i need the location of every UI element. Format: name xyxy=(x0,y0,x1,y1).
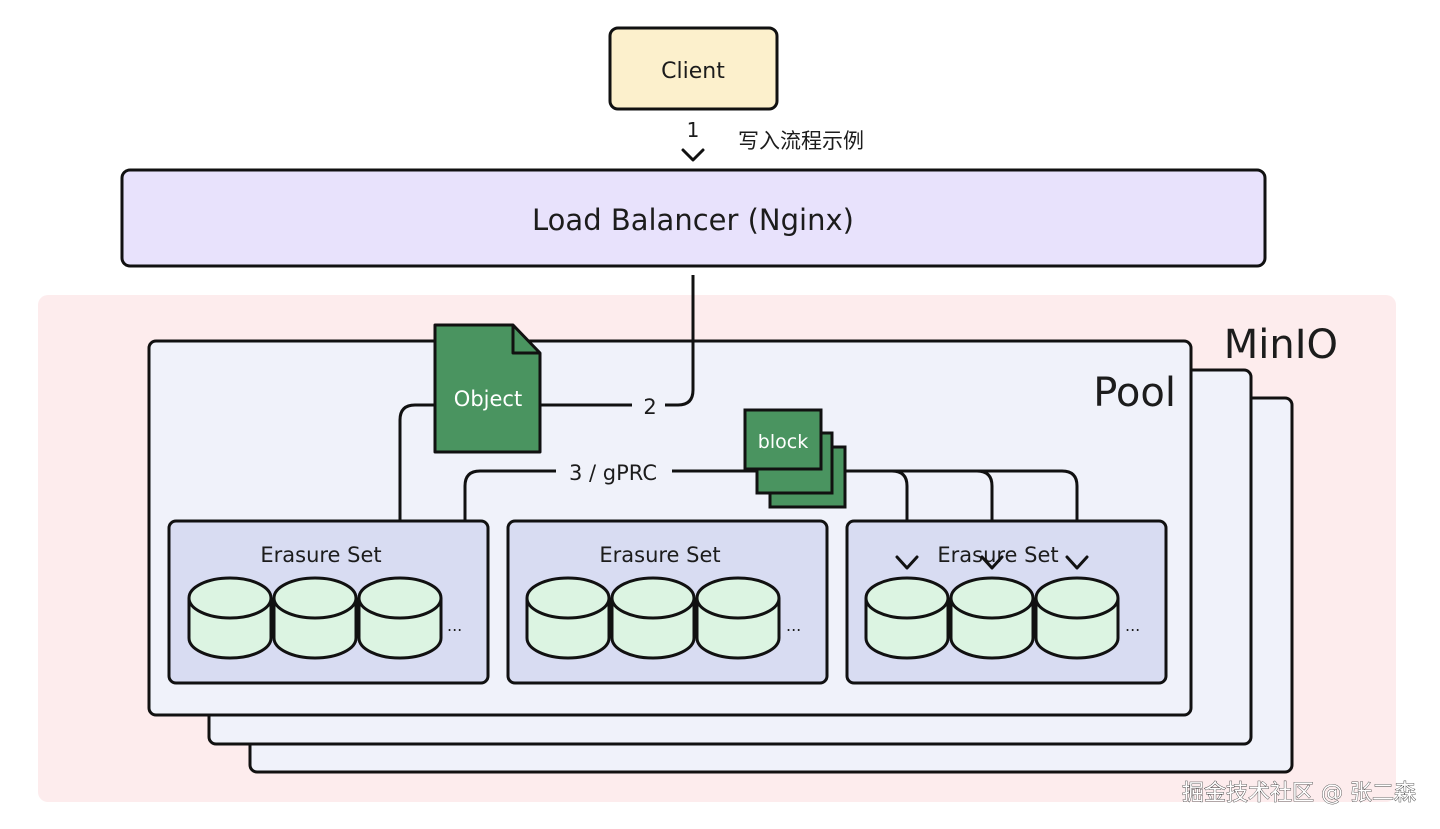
block-shard-1 xyxy=(743,408,823,471)
disk-icon xyxy=(272,576,358,660)
disk-icon xyxy=(610,576,696,660)
disk-icon xyxy=(357,576,443,660)
block-arrowhead-2 xyxy=(980,555,1004,570)
more-disks-ellipsis: ... xyxy=(447,616,462,635)
erasure-set-label: Erasure Set xyxy=(260,543,381,567)
erasure-set-label: Erasure Set xyxy=(599,543,720,567)
block-label: block xyxy=(758,431,808,453)
block-arrowhead-1 xyxy=(895,555,919,570)
erasure-set-2: Erasure Set ... xyxy=(506,519,829,685)
disk-icon xyxy=(1034,576,1120,660)
step3-label: 3 / gPRC xyxy=(569,461,657,485)
disk-icon xyxy=(695,576,781,660)
block-connector-3 xyxy=(977,469,1079,566)
step2-connector xyxy=(665,275,695,407)
step1-caption: 写入流程示例 xyxy=(738,129,864,153)
more-disks-ellipsis: ... xyxy=(786,616,801,635)
more-disks-ellipsis: ... xyxy=(1125,616,1140,635)
watermark: 掘金技术社区 @ 张二森 xyxy=(1182,781,1416,806)
load-balancer-box xyxy=(120,168,1267,268)
erasure-set-3: Erasure Set ... xyxy=(845,519,1168,685)
step1-number: 1 xyxy=(687,118,700,142)
object-to-erasure-connector xyxy=(398,403,435,566)
object-label: Object xyxy=(454,387,522,411)
client-label: Client xyxy=(661,59,725,84)
erasure-set-1: Erasure Set ... xyxy=(167,519,490,685)
object-file-fold xyxy=(511,325,540,355)
object-file-icon xyxy=(433,323,542,454)
pool-label: Pool xyxy=(1093,370,1176,416)
client-box xyxy=(608,26,779,111)
load-balancer-label: Load Balancer (Nginx) xyxy=(532,203,854,237)
disk-icon xyxy=(187,576,273,660)
minio-label: MinIO xyxy=(1224,322,1338,368)
disk-icon xyxy=(525,576,611,660)
disk-icon xyxy=(864,576,950,660)
step1-arrow xyxy=(681,148,705,162)
step2-label: 2 xyxy=(643,395,656,419)
block-arrowhead-3 xyxy=(1065,555,1089,570)
disk-icon xyxy=(949,576,1035,660)
